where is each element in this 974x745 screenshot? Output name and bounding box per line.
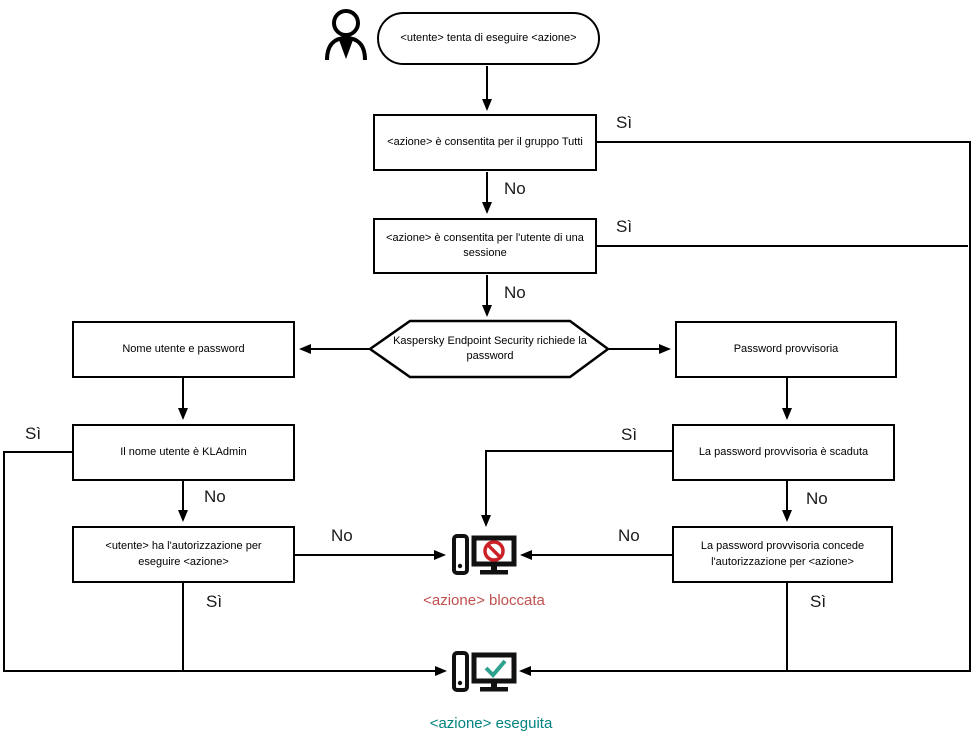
label-si-kladmin: Sì (25, 424, 42, 443)
node-richiede-password: Kaspersky Endpoint Security richiede la … (393, 334, 587, 362)
label-no-kladmin: No (204, 487, 226, 506)
label-si-autorizzato: Sì (206, 592, 223, 611)
executed-outcome-label: <azione> eseguita (429, 715, 553, 732)
label-si-concede: Sì (810, 592, 827, 611)
checkmark-icon (484, 659, 507, 678)
label-si-scaduta: Sì (621, 425, 638, 444)
label-si-sessione: Sì (616, 217, 633, 236)
node-nome-utente-password: Nome utente e password (72, 321, 295, 378)
connector-gruppo-si-to-executed (519, 141, 971, 676)
label-no-concede: No (618, 526, 640, 545)
prohibition-icon (483, 540, 505, 562)
node-password-scaduta: La password provvisoria è scaduta (672, 424, 895, 481)
connector-scaduta-si-to-blocked (481, 450, 672, 527)
label-no-sessione: No (504, 283, 526, 302)
blocked-outcome-label: <azione> bloccata (423, 592, 545, 609)
hexagon-shape (367, 319, 611, 379)
node-utente-sessione: <azione> è consentita per l'utente di un… (373, 218, 597, 274)
node-utente-autorizzato: <utente> ha l'autorizzazione per eseguir… (72, 526, 295, 583)
executed-computer-icon (452, 651, 517, 692)
node-password-provvisoria: Password provvisoria (675, 321, 897, 378)
label-si-gruppo: Sì (616, 113, 633, 132)
person-icon (325, 9, 367, 61)
node-password-concede: La password provvisoria concede l'autori… (672, 526, 893, 583)
node-nome-utente-kladmin: Il nome utente è KLAdmin (72, 424, 295, 481)
node-gruppo-tutti: <azione> è consentita per il gruppo Tutt… (373, 114, 597, 171)
label-no-autorizzato: No (331, 526, 353, 545)
start-node: <utente> tenta di eseguire <azione> (377, 12, 600, 65)
connector-kladmin-si-to-executed (3, 451, 447, 676)
label-no-gruppo: No (504, 179, 526, 198)
blocked-computer-icon (452, 534, 517, 575)
label-no-scaduta: No (806, 489, 828, 508)
connectors (3, 66, 971, 676)
